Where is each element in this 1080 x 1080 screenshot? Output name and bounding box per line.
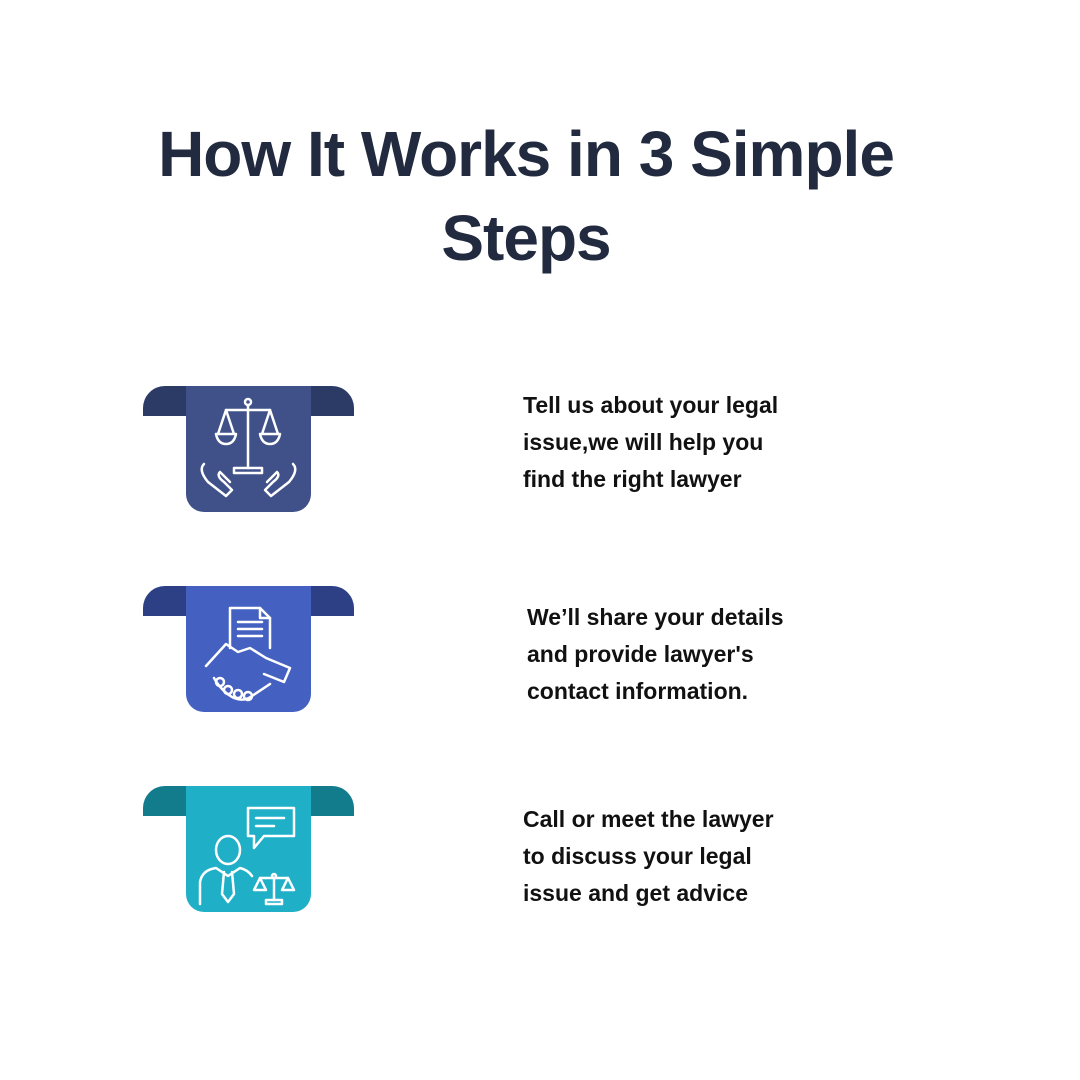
title-line: Steps bbox=[441, 202, 611, 274]
step-3-badge bbox=[143, 786, 354, 912]
step-text-line: We’ll share your details bbox=[527, 604, 784, 630]
scales-in-hands-icon bbox=[186, 386, 311, 512]
step-text-line: Tell us about your legal bbox=[523, 392, 779, 418]
document-handshake-icon bbox=[186, 586, 311, 712]
page-title: How It Works in 3 Simple Steps bbox=[0, 112, 1052, 280]
step-text-line: find the right lawyer bbox=[523, 466, 742, 492]
step-text-line: contact information. bbox=[527, 678, 749, 704]
step-text-line: Call or meet the lawyer bbox=[523, 806, 774, 832]
step-1-text: Tell us about your legal issue,we will h… bbox=[523, 387, 843, 498]
step-text-line: to discuss your legal bbox=[523, 843, 752, 869]
step-2-text: We’ll share your details and provide law… bbox=[527, 599, 847, 710]
step-text-line: issue,we will help you bbox=[523, 429, 764, 455]
step-text-line: and provide lawyer's bbox=[527, 641, 754, 667]
lawyer-consultation-icon bbox=[186, 786, 311, 912]
step-1-badge bbox=[143, 386, 354, 512]
step-2-badge bbox=[143, 586, 354, 712]
title-line: How It Works in 3 Simple bbox=[158, 118, 895, 190]
step-3-text: Call or meet the lawyer to discuss your … bbox=[523, 801, 843, 912]
step-text-line: issue and get advice bbox=[523, 880, 748, 906]
